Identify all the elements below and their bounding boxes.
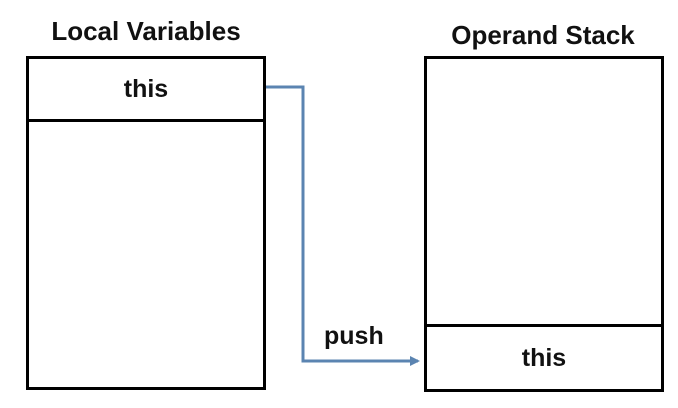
operand-stack-top-entry: this <box>427 324 661 389</box>
local-variable-slot-0: this <box>29 59 263 122</box>
push-label: push <box>324 322 384 350</box>
operand-stack: this <box>424 56 664 392</box>
local-variables-title: Local Variables <box>51 16 241 46</box>
local-variables-table: this <box>26 56 266 390</box>
push-arrow-line <box>266 85 420 366</box>
operand-stack-title: Operand Stack <box>451 20 635 50</box>
